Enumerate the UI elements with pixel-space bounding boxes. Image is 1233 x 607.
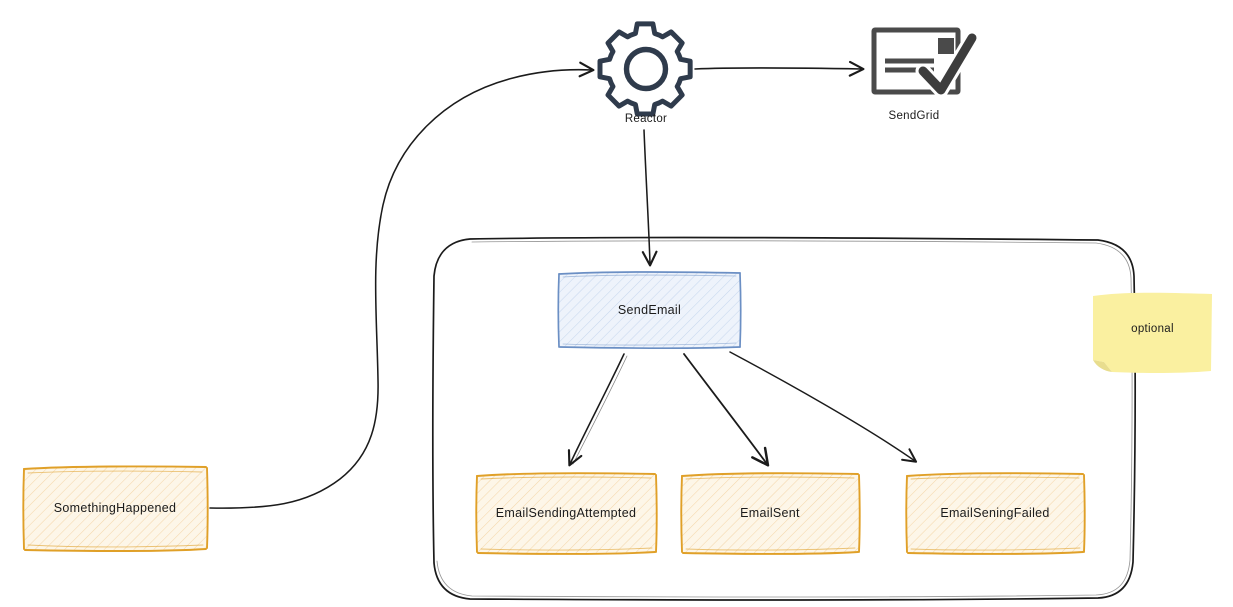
bounded-context-container[interactable] xyxy=(431,236,1136,601)
edge-reactor-to-sendgrid[interactable] xyxy=(694,60,865,77)
node-something-happened[interactable] xyxy=(22,465,209,552)
node-email-sending-attempted[interactable] xyxy=(475,472,658,555)
icon-caption-reactor: Reactor xyxy=(624,113,668,125)
node-send-email[interactable] xyxy=(557,271,742,350)
icon-caption-sendgrid: SendGrid xyxy=(888,110,940,122)
edge-send-email-to-email-sending-attempted[interactable] xyxy=(567,353,628,467)
edge-reactor-to-send-email[interactable] xyxy=(641,129,658,267)
edge-send-email-to-email-sent[interactable] xyxy=(683,353,770,467)
sticky-note-label: optional xyxy=(1131,323,1174,335)
edge-something-happened-to-reactor[interactable] xyxy=(209,61,595,509)
edge-send-email-to-email-sening-failed[interactable] xyxy=(729,351,918,463)
envelope-check-icon[interactable] xyxy=(871,27,980,98)
node-email-sent[interactable] xyxy=(680,472,861,555)
sticky-note-optional[interactable] xyxy=(1093,292,1212,373)
gear-icon[interactable] xyxy=(597,21,693,117)
node-email-sening-failed[interactable] xyxy=(905,472,1086,555)
